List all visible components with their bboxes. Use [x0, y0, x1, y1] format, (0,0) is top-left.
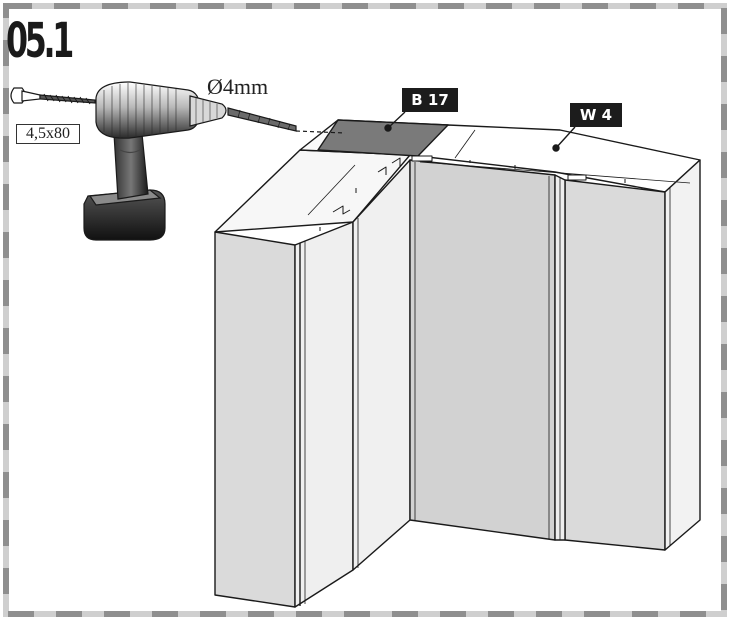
drill-icon [83, 81, 297, 241]
step-number: 05.1 [6, 13, 74, 69]
side-panel-left-front [214, 231, 296, 608]
screw-size-label: 4,5x80 [16, 124, 80, 144]
drill-path-line [295, 130, 346, 134]
part-label-w4: W 4 [570, 103, 622, 127]
side-panel-left-edge [294, 221, 354, 608]
side-panel-right-front [564, 179, 666, 551]
inner-panel [352, 159, 411, 571]
cabinet-assembly [214, 119, 701, 608]
drill-bit-size-label: Ø4mm [207, 74, 269, 99]
label-pointers [384, 111, 576, 152]
page-frame [3, 3, 727, 617]
side-panel-right-edge [664, 159, 701, 551]
back-panel-middle [409, 159, 556, 541]
part-b17 [317, 119, 449, 157]
part-label-b17: B 17 [402, 88, 458, 112]
screw-icon [10, 87, 96, 105]
